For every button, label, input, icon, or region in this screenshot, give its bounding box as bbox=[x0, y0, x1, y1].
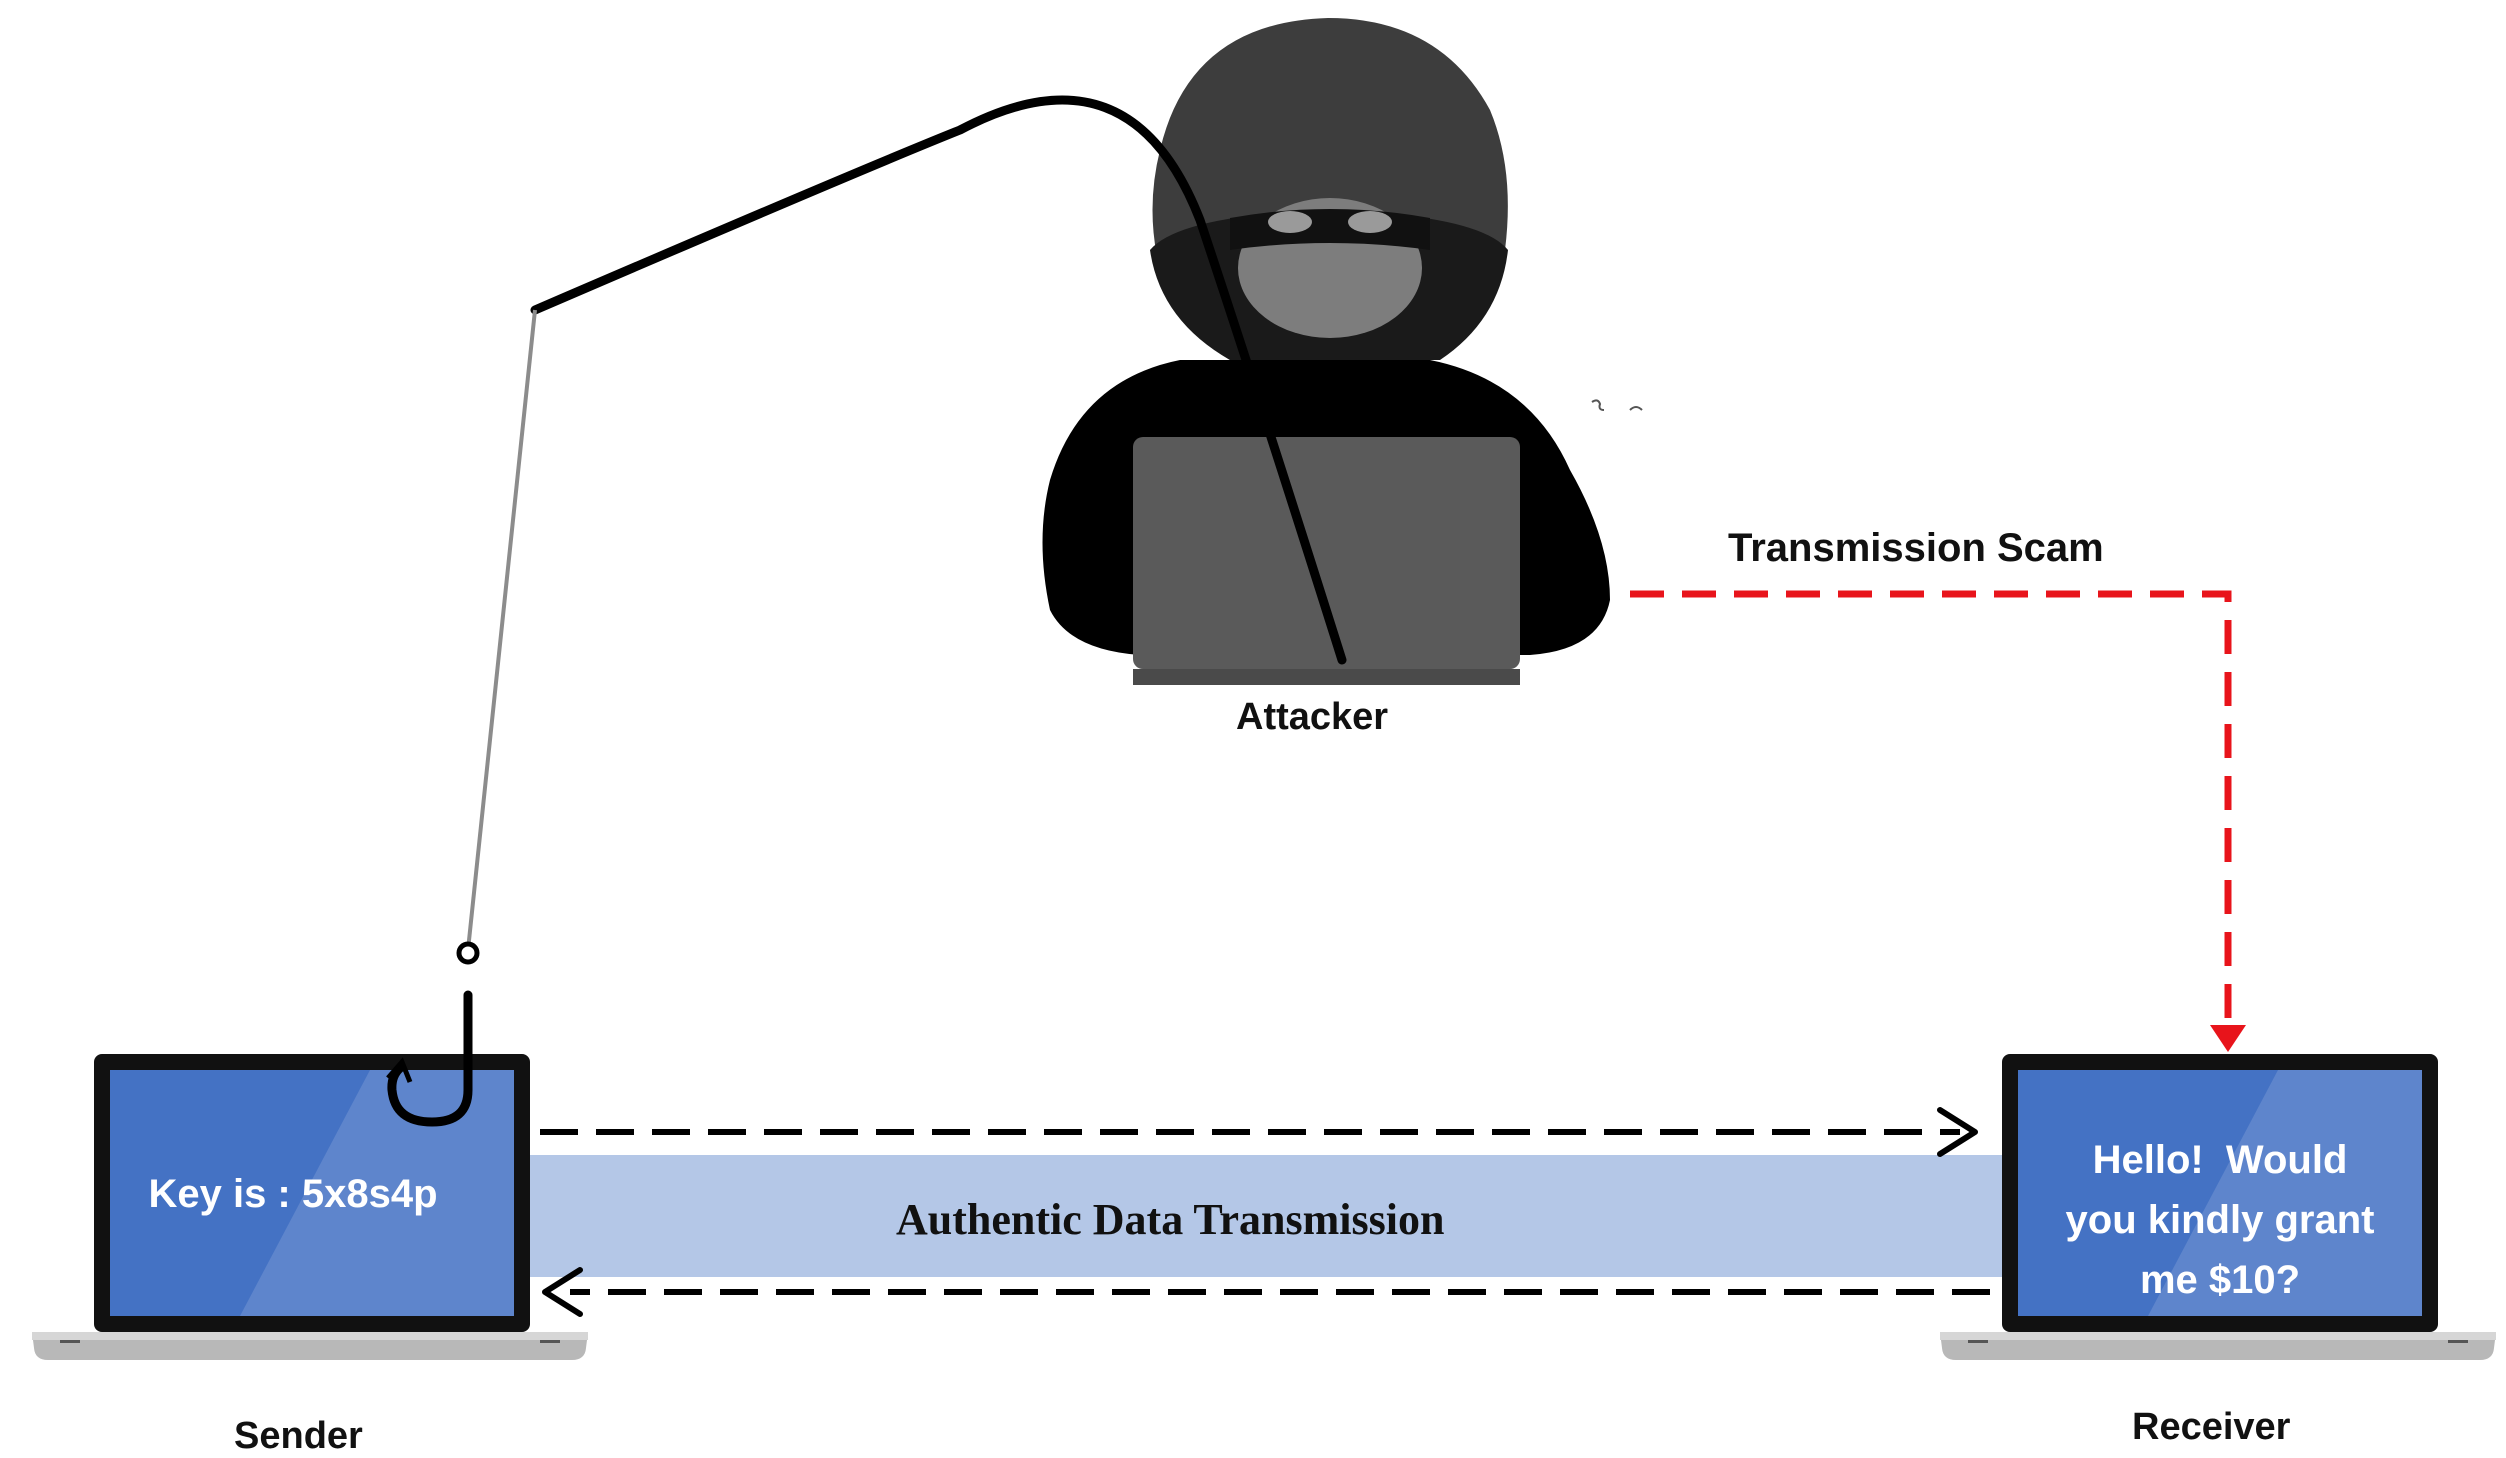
receiver-label: Receiver bbox=[2132, 1406, 2291, 1448]
channel-label: Authentic Data Transmission bbox=[896, 1195, 1445, 1244]
fishing-hook-icon bbox=[386, 95, 1347, 1127]
scam-path bbox=[1630, 590, 2246, 1052]
return-arrow bbox=[542, 1267, 1990, 1317]
receiver-message-line: you kindly grant bbox=[2065, 1198, 2375, 1242]
receiver-message-line: Hello! Would bbox=[2092, 1138, 2348, 1182]
hooded-hacker-icon bbox=[1042, 18, 1610, 685]
receiver-message-line: me $10? bbox=[2139, 1258, 2301, 1302]
receiver-laptop bbox=[1940, 1054, 2496, 1360]
attacker-label: Attacker bbox=[1236, 696, 1389, 738]
receiver-screen-message: Hello! Would you kindly grant me $10? bbox=[2018, 1130, 2422, 1310]
forward-arrow bbox=[540, 1107, 1978, 1157]
sender-screen-text: Key is : 5x8s4p bbox=[148, 1172, 438, 1216]
sender-label: Sender bbox=[234, 1415, 363, 1457]
scam-link-label: Transmission Scam bbox=[1728, 526, 2104, 570]
stray-marks bbox=[1591, 399, 1643, 411]
transmission-band bbox=[525, 1155, 2010, 1277]
sender-laptop bbox=[32, 1054, 588, 1360]
